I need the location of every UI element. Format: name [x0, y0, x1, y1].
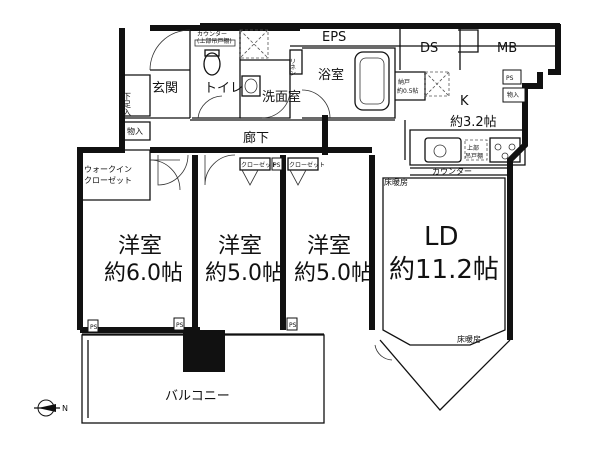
- western-room-1-size: 約6.0帖: [104, 261, 183, 286]
- balcony-area: [81, 317, 325, 424]
- linen-shelf-label: リネン: [289, 58, 296, 76]
- walk-in-closet-label-1: ウォークイン: [84, 165, 132, 174]
- floor-heating-label-2: 床暖房: [457, 334, 481, 344]
- compass-north-label: N: [62, 404, 68, 413]
- western-room-1-label: 洋室: [118, 234, 162, 259]
- ld-area: [374, 177, 511, 411]
- kitchen-label: K: [460, 94, 469, 109]
- washroom-label: 洗面室: [262, 89, 301, 105]
- kitchen-upper-cabinet-label-1: 上部: [467, 144, 479, 152]
- shoe-storage-label: 下足入: [123, 92, 132, 116]
- ld-size: 約11.2帖: [389, 255, 499, 285]
- bathroom-label: 浴室: [318, 67, 344, 83]
- western-room-3-label: 洋室: [307, 234, 351, 259]
- kitchen-area: [409, 69, 526, 176]
- balcony-label: バルコニー: [165, 389, 230, 404]
- ds-label: DS: [420, 41, 438, 56]
- eps-label: EPS: [322, 30, 346, 45]
- hallway-label: 廊下: [243, 130, 269, 146]
- ps-label-5: PS: [289, 322, 297, 329]
- bathroom-area: [301, 47, 396, 119]
- kitchen-size: 約3.2帖: [450, 115, 497, 130]
- western-room-2-label: 洋室: [218, 234, 262, 259]
- toilet-counter-label-1: カウンター: [197, 30, 227, 38]
- kitchen-counter-label: カウンター: [432, 167, 472, 176]
- washroom-area: [240, 49, 303, 119]
- entrance-area: [82, 29, 191, 201]
- closet-label-1: クローゼット: [241, 161, 277, 169]
- western-room-2-size: 約5.0帖: [205, 261, 284, 286]
- hallway-area: [190, 119, 406, 160]
- ps-label-4: PS: [176, 322, 184, 329]
- walk-in-closet-label-2: クローゼット: [84, 175, 132, 185]
- ld-label: LD: [424, 222, 459, 252]
- ps-label-1: PS: [506, 75, 514, 82]
- kitchen-storage-label: 物入: [507, 91, 519, 99]
- ps-label-2: PS: [273, 162, 281, 169]
- entrance-label: 玄関: [152, 81, 178, 96]
- compass: [34, 399, 60, 417]
- floor-heating-label-1: 床暖房: [384, 177, 408, 187]
- pantry-area: [395, 71, 450, 101]
- western-room-3-size: 約5.0帖: [294, 261, 373, 286]
- pantry-label-2: 約0.5帖: [397, 87, 419, 95]
- toilet-counter-label-2: (上部吊戸棚): [197, 37, 232, 45]
- closet-label-2: クローゼット: [289, 161, 325, 169]
- toilet-label: トイレ: [204, 81, 243, 96]
- toilet-area: [192, 29, 269, 119]
- bedroom-doors: [157, 154, 319, 186]
- storage-label: 物入: [127, 126, 143, 136]
- pantry-label-1: 納戸: [398, 78, 410, 86]
- ps-label-3: PS: [90, 324, 98, 331]
- mb-label: MB: [497, 41, 517, 56]
- kitchen-upper-cabinet-label-2: 吊戸棚: [465, 152, 483, 160]
